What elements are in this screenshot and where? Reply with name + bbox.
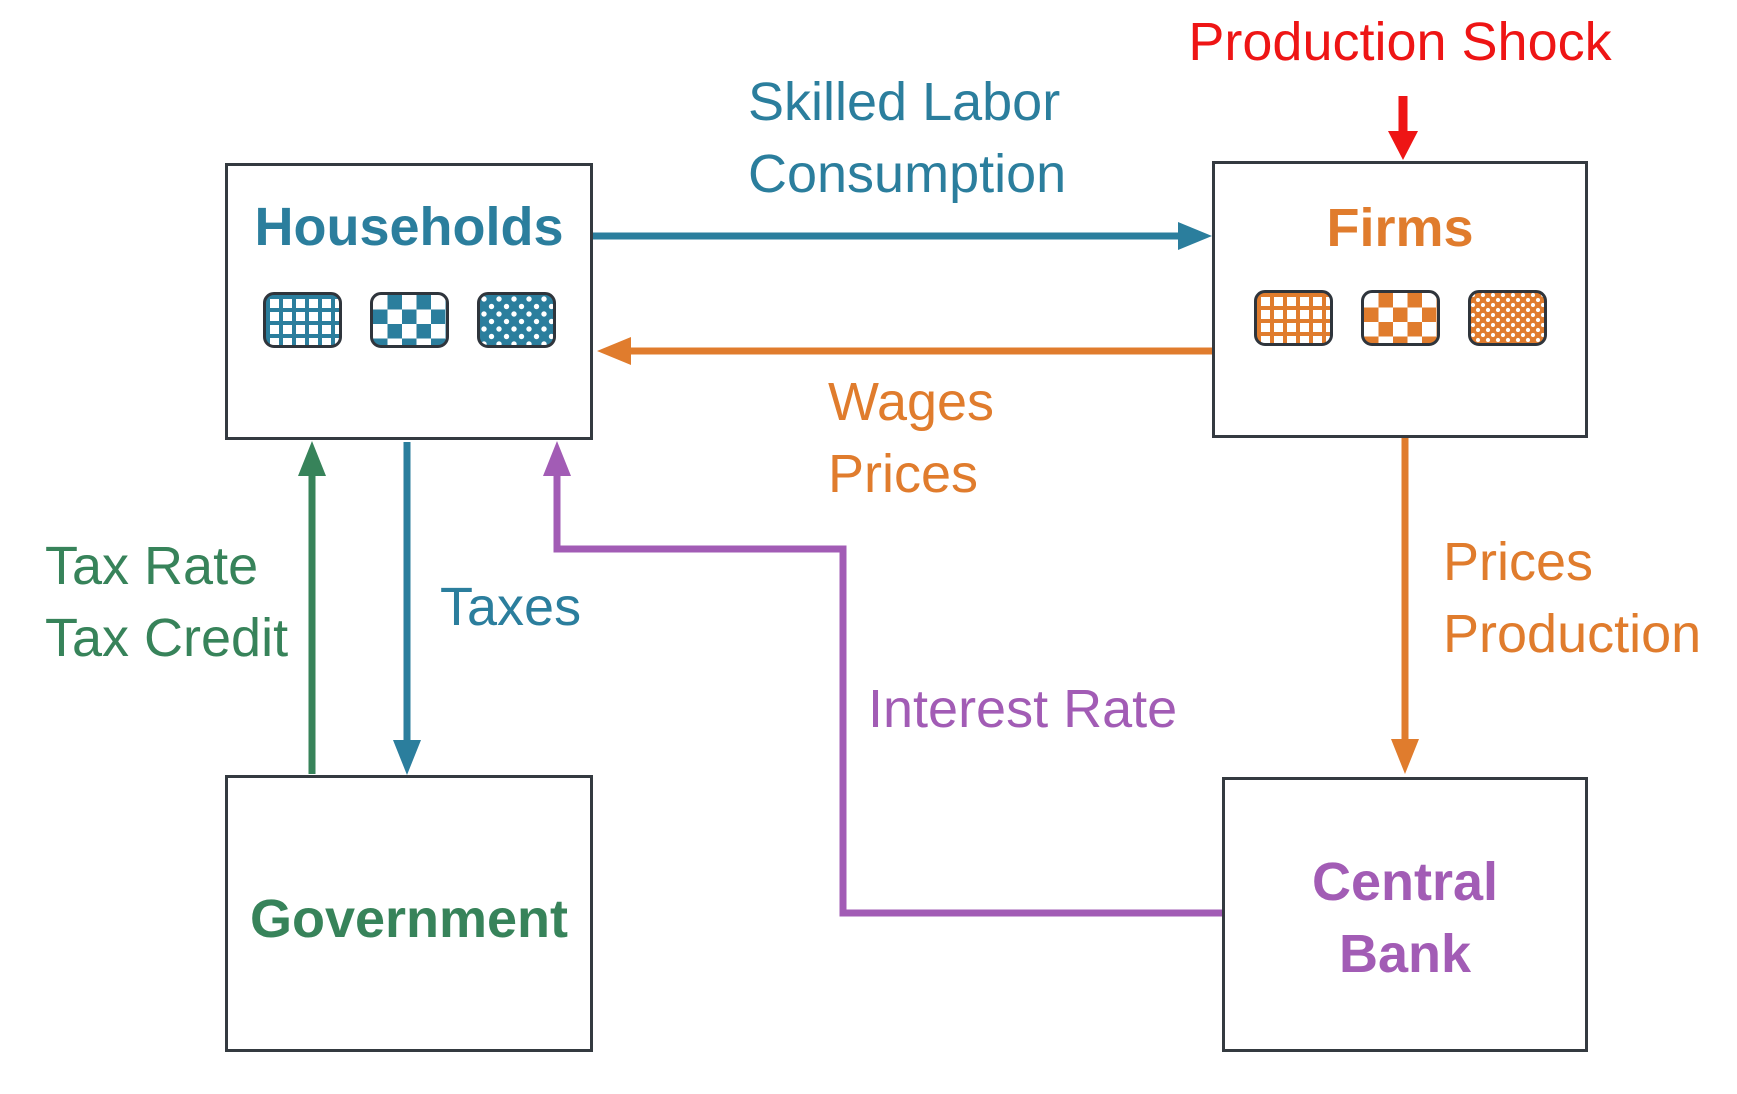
households-title: Households — [254, 197, 564, 257]
wages-label-line1: Wages — [828, 372, 995, 432]
prices-production-label-line1: Prices — [1443, 532, 1594, 592]
dots-pattern-icon — [1467, 290, 1547, 346]
grid-pattern-icon — [262, 292, 342, 348]
firms-chip-row — [1215, 290, 1585, 346]
central-bank-title-line2: Bank — [1338, 924, 1472, 984]
taxes-arrow — [393, 442, 421, 775]
government-title: Government — [249, 889, 569, 949]
tax-rate-tax-credit-label: Tax Rate Tax Credit — [45, 530, 288, 674]
grid-pattern-icon — [1253, 290, 1333, 346]
households-box: Households — [225, 163, 593, 440]
central-bank-title: Central Bank — [1225, 846, 1585, 990]
prices-production-label-line2: Production — [1443, 604, 1702, 664]
wages-label-line2: Prices — [828, 444, 979, 504]
wages-prices-arrow — [597, 337, 1212, 365]
firms-title: Firms — [1326, 198, 1474, 258]
government-box: Government — [225, 775, 593, 1052]
skilled-labor-consumption-label: Skilled Labor Consumption — [748, 66, 1066, 210]
skilled-labor-label-line1: Skilled Labor — [748, 72, 1061, 132]
taxes-label: Taxes — [440, 577, 582, 637]
wages-prices-label: Wages Prices — [828, 366, 994, 510]
checker-pattern-icon — [369, 292, 449, 348]
central-bank-title-line1: Central — [1311, 852, 1499, 912]
households-chip-row — [228, 292, 590, 348]
interest-rate-label: Interest Rate — [868, 679, 1178, 739]
checker-pattern-icon — [1360, 290, 1440, 346]
firms-box: Firms — [1212, 161, 1588, 438]
tax-label-line1: Tax Rate — [45, 536, 259, 596]
prices-production-label: Prices Production — [1443, 526, 1701, 670]
skilled-labor-label-line2: Consumption — [748, 144, 1067, 204]
production-shock-label: Production Shock — [1188, 12, 1612, 72]
skilled-labor-consumption-arrow — [593, 222, 1212, 250]
dots-pattern-icon — [476, 292, 556, 348]
central-bank-box: Central Bank — [1222, 777, 1588, 1052]
production-shock-arrow — [1388, 96, 1418, 160]
prices-production-arrow — [1391, 438, 1419, 774]
tax-label-line2: Tax Credit — [45, 608, 289, 668]
tax-rate-tax-credit-arrow — [298, 441, 326, 774]
